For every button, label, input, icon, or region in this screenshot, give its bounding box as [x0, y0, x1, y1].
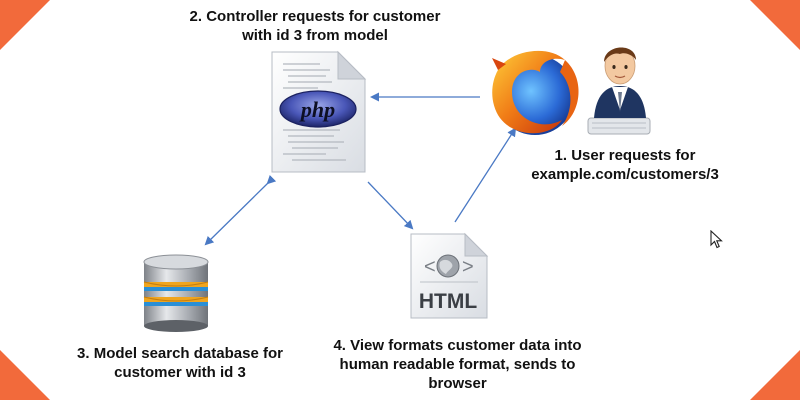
step-1-line-2: example.com/customers/3	[531, 166, 719, 183]
step-1-line-1: 1. User requests for	[554, 147, 696, 164]
step-2-line-2: with id 3 from model	[242, 27, 388, 44]
svg-text:>: >	[462, 256, 474, 278]
database-icon	[143, 254, 209, 332]
arrow-controller-to-view	[367, 181, 414, 230]
arrow-controller-model	[204, 174, 277, 246]
user-at-computer-icon	[587, 47, 651, 135]
corner-decoration-top-right	[750, 0, 800, 50]
step-4-line-1: 4. View formats customer data into	[333, 337, 582, 354]
step-3-line-2: customer with id 3	[114, 364, 246, 381]
firefox-browser-icon	[492, 50, 579, 135]
corner-decoration-top-left	[0, 0, 50, 50]
corner-decoration-bottom-right	[750, 350, 800, 400]
svg-text:<: <	[424, 256, 436, 278]
step-3-label: 3. Model search database for customer wi…	[60, 344, 300, 382]
arrow-view-to-browser	[454, 127, 517, 223]
step-3-line-1: 3. Model search database for	[77, 345, 283, 362]
mouse-cursor-icon	[710, 230, 723, 249]
step-2-label: 2. Controller requests for customer with…	[165, 7, 465, 45]
corner-decoration-bottom-left	[0, 350, 50, 400]
step-4-line-2: human readable format, sends to	[339, 356, 576, 373]
step-4-label: 4. View formats customer data into human…	[315, 336, 600, 393]
step-1-label: 1. User requests for example.com/custome…	[515, 146, 735, 184]
step-4-line-3: browser	[428, 375, 487, 392]
step-2-line-1: 2. Controller requests for customer	[189, 8, 441, 25]
php-label: php	[299, 97, 335, 122]
php-file-icon: php	[271, 50, 367, 173]
html-label: HTML	[419, 290, 477, 313]
html-file-icon: < > HTML	[410, 232, 489, 319]
